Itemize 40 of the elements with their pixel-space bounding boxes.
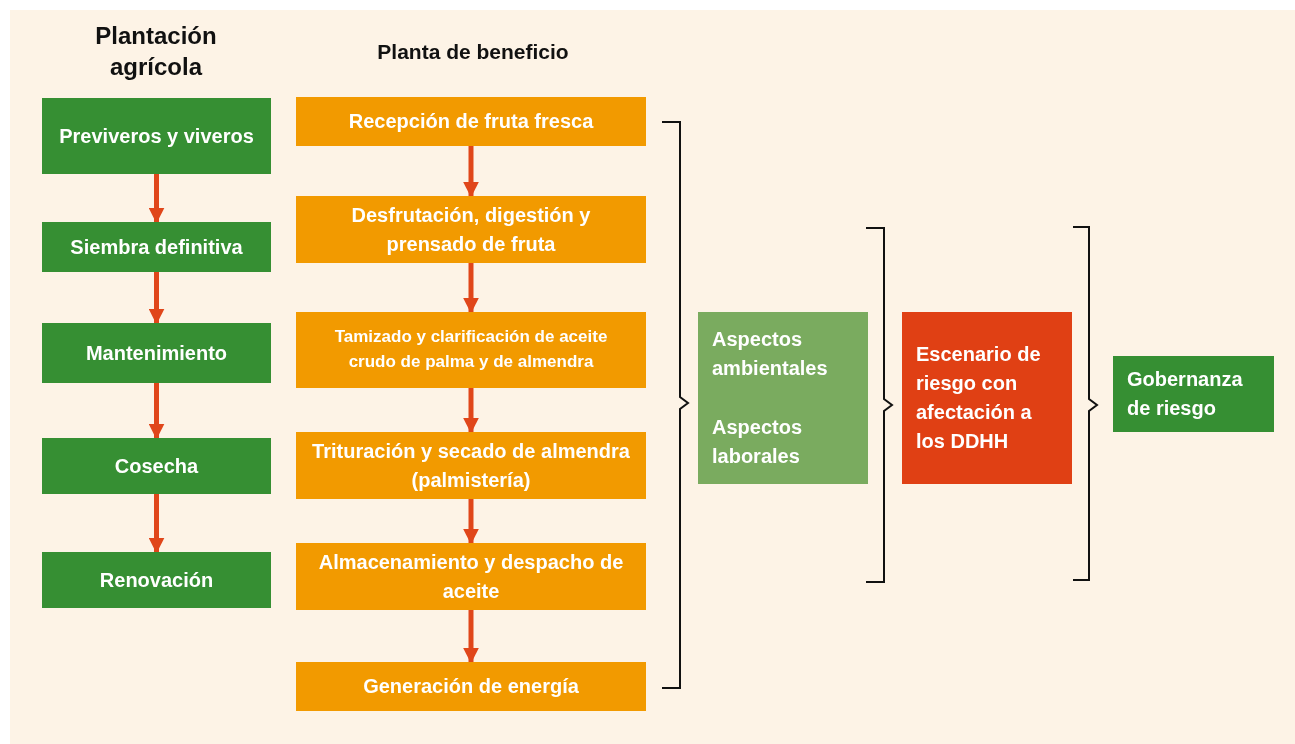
arrow — [148, 494, 165, 554]
process-box — [1113, 356, 1274, 432]
arrow — [148, 272, 165, 325]
box-text: Tamizado y clarificación de aceite crudo de palma y de almendra — [333, 326, 609, 373]
process-box — [42, 323, 271, 383]
arrow — [463, 146, 479, 198]
column-heading: Plantación agrícola — [94, 21, 218, 83]
process-box — [296, 196, 646, 263]
process-box — [42, 98, 271, 174]
box-text: Siembra definitiva — [70, 234, 243, 260]
arrow — [463, 263, 479, 314]
box-text: Desfrutación, digestión y prensado de fruta — [350, 202, 592, 257]
box-text: Cosecha — [114, 453, 199, 479]
process-box — [296, 312, 646, 388]
process-box — [42, 438, 271, 494]
process-box — [296, 97, 646, 146]
box-text: Aspectos ambientales — [712, 327, 829, 381]
arrow — [148, 174, 165, 224]
box-text: Renovación — [99, 567, 214, 593]
box-text: Gobernanza de riesgo — [1127, 367, 1244, 421]
process-box — [296, 543, 646, 610]
arrow — [463, 388, 479, 434]
process-box — [42, 222, 271, 272]
process-box — [698, 312, 868, 484]
process-box — [42, 552, 271, 608]
process-box — [902, 312, 1072, 484]
box-text: Generación de energía — [363, 674, 579, 699]
box-text: Mantenimiento — [85, 340, 228, 366]
box-text: Escenario de riesgo con afectación a los DDHH — [916, 342, 1042, 454]
box-text: Previveros y viveros — [59, 123, 254, 149]
process-box — [296, 432, 646, 499]
box-text: Recepción de fruta fresca — [348, 109, 594, 134]
process-box — [296, 662, 646, 711]
arrow — [463, 610, 479, 664]
box-text: Almacenamiento y despacho de aceite — [317, 549, 625, 604]
arrow — [148, 383, 165, 440]
box-text: Aspectos laborales — [712, 415, 804, 469]
box-text: Trituración y secado de almendra (palmistería) — [311, 438, 631, 493]
column-heading: Planta de beneficio — [376, 39, 570, 65]
arrow — [463, 499, 479, 545]
